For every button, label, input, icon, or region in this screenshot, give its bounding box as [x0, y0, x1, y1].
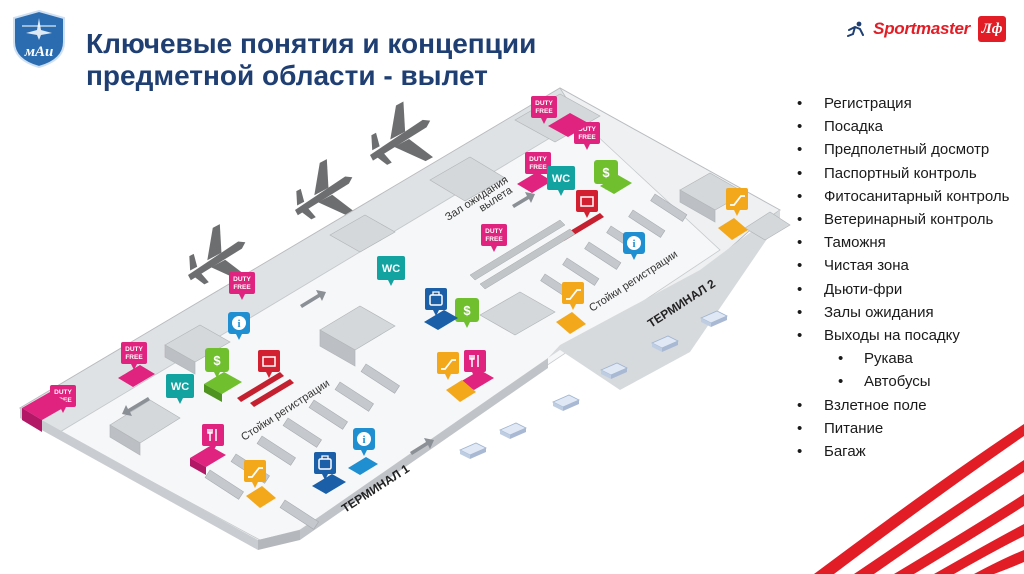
duty-free-icon: DUTY FREE — [481, 224, 507, 252]
title-line-2: предметной области - вылет — [86, 60, 488, 91]
svg-text:WC: WC — [382, 263, 400, 275]
svg-text:FREE: FREE — [233, 284, 251, 291]
baggage-icon — [314, 452, 336, 480]
escalator-icon — [726, 188, 748, 216]
info-icon: i — [353, 428, 375, 456]
svg-text:WC: WC — [171, 381, 189, 393]
escalators — [246, 218, 748, 508]
svg-text:i: i — [237, 318, 240, 330]
svg-text:DUTY: DUTY — [485, 228, 503, 235]
list-item: Посадка — [794, 115, 1024, 138]
list-item: Взлетное поле — [794, 394, 1024, 417]
svg-text:$: $ — [463, 303, 471, 318]
brand-name: Sportmaster — [873, 19, 970, 38]
mai-logo: мАи — [13, 9, 65, 69]
boarding-gates — [469, 219, 576, 290]
wc-icon: WC — [547, 166, 575, 196]
svg-text:FREE: FREE — [125, 354, 143, 361]
list-item: Чистая зона — [794, 254, 1024, 277]
exchange-kiosks — [204, 175, 632, 402]
customs-control-icon — [258, 350, 280, 378]
baggage-icon — [425, 288, 447, 316]
terminal-structures — [109, 93, 791, 456]
checkin-counters-terminal-1 — [204, 363, 400, 530]
bus-icon — [499, 422, 527, 440]
svg-text:FREE: FREE — [535, 108, 553, 115]
svg-text:FREE: FREE — [578, 134, 596, 141]
airport-terminal-map: Зал ожидания вылета Стойки регистрации С… — [18, 87, 791, 550]
list-item: Таможня — [794, 231, 1024, 254]
title-line-1: Ключевые понятия и концепции — [86, 28, 537, 59]
currency-exchange-icon: $ — [455, 298, 479, 328]
wc-icon: WC — [377, 256, 405, 286]
duty-free-icon: DUTY FREE — [121, 342, 147, 370]
list-item: Питание — [794, 417, 1024, 440]
list-subitem: Автобусы — [794, 370, 1024, 393]
customs-control-icon — [576, 190, 598, 218]
bus-icon — [459, 442, 487, 460]
slide-title: Ключевые понятия и концепции предметной … — [86, 28, 536, 92]
concepts-list: Регистрация Посадка Предполетный досмотр… — [794, 92, 1024, 463]
food-court-areas — [190, 370, 494, 475]
baggage-areas — [312, 310, 458, 494]
direction-arrows — [122, 192, 535, 455]
mai-logo-text: мАи — [24, 44, 54, 60]
list-item: Залы ожидания — [794, 301, 1024, 324]
svg-text:DUTY: DUTY — [535, 100, 553, 107]
checkin-counters-terminal-2 — [540, 193, 688, 302]
svg-text:WC: WC — [552, 173, 570, 185]
list-item: Багаж — [794, 440, 1024, 463]
sportmaster-logo: Sportmaster Лф — [847, 16, 1006, 42]
wc-icon: WC — [166, 374, 194, 404]
svg-text:$: $ — [213, 353, 221, 368]
escalator-icon — [437, 352, 459, 380]
svg-text:FREE: FREE — [529, 164, 547, 171]
bus-icon — [552, 394, 580, 412]
svg-text:$: $ — [602, 165, 610, 180]
list-item: Ветеринарный контроль — [794, 208, 1024, 231]
runner-icon — [847, 21, 865, 37]
list-item: Фитосанитарный контроль — [794, 185, 1024, 208]
escalator-icon — [562, 282, 584, 310]
svg-text:DUTY: DUTY — [578, 126, 596, 133]
list-item: Регистрация — [794, 92, 1024, 115]
duty-free-icon: DUTY FREE — [531, 96, 557, 124]
duty-free-icon: DUTY FREE — [229, 272, 255, 300]
list-item: Паспортный контроль — [794, 162, 1024, 185]
escalator-icon — [244, 460, 266, 488]
list-item: Дьюти-фри — [794, 278, 1024, 301]
svg-text:DUTY: DUTY — [529, 156, 547, 163]
list-item: Выходы на посадку — [794, 324, 1024, 347]
list-subitem: Рукава — [794, 347, 1024, 370]
svg-text:FREE: FREE — [485, 236, 503, 243]
svg-text:i: i — [362, 434, 365, 446]
brand-badge: Лф — [978, 16, 1006, 42]
info-icon: i — [228, 312, 250, 340]
currency-exchange-icon: $ — [205, 348, 229, 378]
svg-text:i: i — [632, 238, 635, 250]
svg-text:DUTY: DUTY — [233, 276, 251, 283]
decorative-stripes — [814, 424, 1024, 574]
duty-free-shops — [22, 113, 590, 432]
list-item: Предполетный досмотр — [794, 138, 1024, 161]
svg-text:DUTY: DUTY — [125, 346, 143, 353]
info-icon: i — [623, 232, 645, 260]
svg-text:DUTY: DUTY — [54, 389, 72, 396]
